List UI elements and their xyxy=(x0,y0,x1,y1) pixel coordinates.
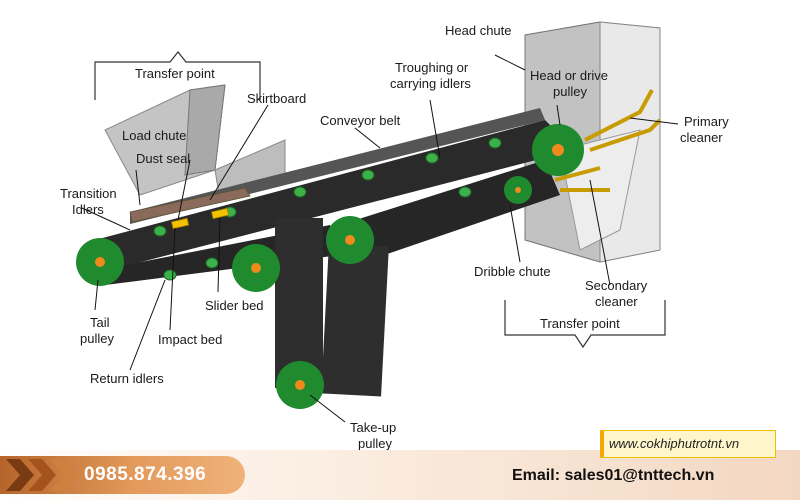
label-transfer-point-bottom: Transfer point xyxy=(540,316,620,331)
label-dribble-chute: Dribble chute xyxy=(474,264,551,279)
label-return-idlers: Return idlers xyxy=(90,371,164,386)
primary-cleaner xyxy=(584,89,662,152)
leader-lines xyxy=(81,54,679,423)
label-takeup-pulley: Take-up pulley xyxy=(350,420,400,451)
chevron-right-icon xyxy=(6,459,78,491)
label-secondary-line1: Secondary xyxy=(585,278,648,293)
website-link[interactable]: www.cokhiphutrotnt.vn xyxy=(609,436,740,451)
head-pulley xyxy=(532,124,584,176)
snub-pulley xyxy=(504,176,532,204)
bend-pulley-right xyxy=(326,216,374,264)
label-transition-idlers: Transition Idlers xyxy=(60,186,120,217)
label-slider-bed: Slider bed xyxy=(205,298,264,313)
label-secondary-line2: cleaner xyxy=(595,294,638,309)
label-secondary-cleaner: Secondary cleaner xyxy=(585,278,651,309)
label-troughing-line2: carrying idlers xyxy=(390,76,471,91)
transfer-point-bracket-top xyxy=(94,51,261,100)
label-impact-bed: Impact bed xyxy=(158,332,222,347)
label-conveyor-belt: Conveyor belt xyxy=(320,113,401,128)
label-transition-line2: Idlers xyxy=(72,202,104,217)
label-takeup-line2: pulley xyxy=(358,436,392,451)
label-troughing-line1: Troughing or xyxy=(395,60,469,75)
label-load-chute: Load chute xyxy=(122,128,186,143)
skirtboard xyxy=(129,187,251,223)
label-skirtboard: Skirtboard xyxy=(247,91,306,106)
label-tail-line1: Tail xyxy=(90,315,110,330)
email-address[interactable]: Email: sales01@tnttech.vn xyxy=(512,467,715,484)
label-takeup-line1: Take-up xyxy=(350,420,396,435)
phone-number[interactable]: 0985.874.396 xyxy=(84,464,207,485)
label-head-line1: Head or drive xyxy=(530,68,608,83)
website-badge xyxy=(600,430,776,458)
label-primary-line2: cleaner xyxy=(680,130,723,145)
label-transfer-point-top: Transfer point xyxy=(135,66,215,81)
bend-pulley-left xyxy=(232,244,280,292)
label-head-chute: Head chute xyxy=(445,23,512,38)
label-transition-line1: Transition xyxy=(60,186,117,201)
impact-bed xyxy=(171,207,230,230)
transfer-point-bracket-bottom xyxy=(504,300,666,349)
label-tail-line2: pulley xyxy=(80,331,114,346)
label-head-drive-pulley: Head or drive pulley xyxy=(530,68,612,99)
secondary-cleaner xyxy=(554,166,610,192)
label-tail-pulley: Tail pulley xyxy=(80,315,114,346)
takeup-pulley xyxy=(276,361,324,409)
label-primary-cleaner: Primary cleaner xyxy=(680,114,732,145)
idlers xyxy=(153,137,502,281)
label-head-line2: pulley xyxy=(553,84,587,99)
label-primary-line1: Primary xyxy=(684,114,729,129)
load-chute xyxy=(104,84,286,201)
label-dust-seal: Dust seal xyxy=(136,151,190,166)
tail-pulley xyxy=(76,238,124,286)
label-troughing-idlers: Troughing or carrying idlers xyxy=(390,60,472,91)
